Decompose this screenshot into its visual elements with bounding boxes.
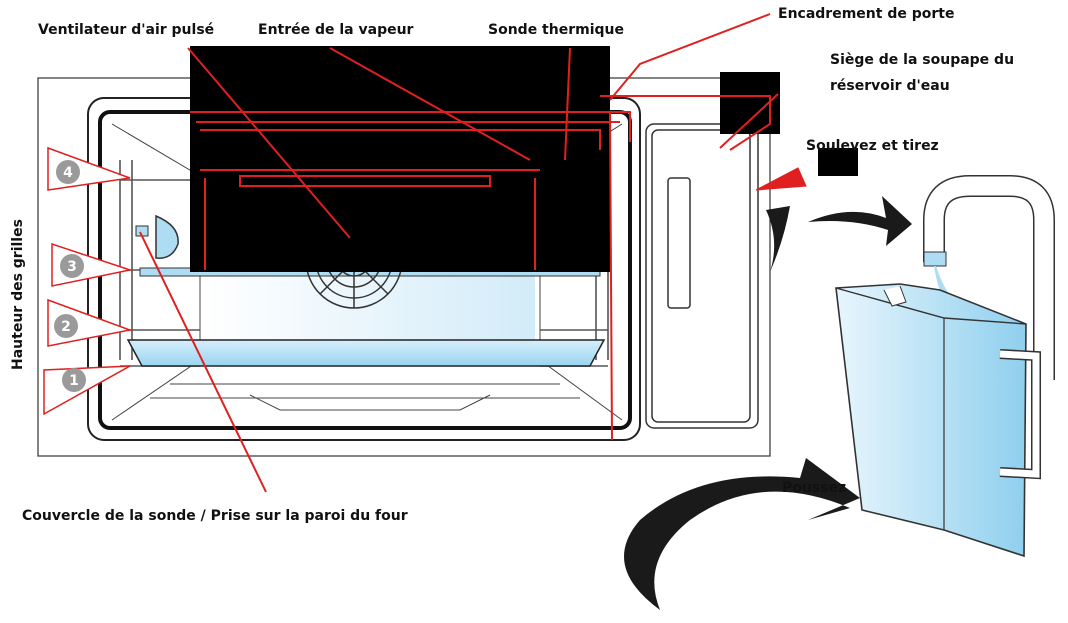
interior-highlights [190,95,771,441]
shelf-marker-1: 1 [43,365,131,416]
shelf-marker-3: 3 [51,242,133,287]
baking-tray [126,339,606,367]
lift-curve-arrow [766,206,790,272]
label-valve-seat-1: Siège de la soupape du [830,52,1014,68]
shelf-marker-2: 2 [47,298,133,347]
lift-pull-arrow [808,196,912,246]
probe-socket [135,214,179,259]
label-thermal-probe: Sonde thermique [488,22,624,38]
leader-lines [139,13,779,493]
shelf-marker-4: 4 [47,146,131,191]
label-shelf-heights: Hauteur des grilles [10,219,26,370]
label-lift-pull: Soulevez et tirez [806,138,939,154]
callout-boxes [190,46,858,272]
water-tank-housing [645,123,759,429]
push-arrow [624,458,860,610]
water-faucet [923,175,1055,380]
label-probe-cover: Couvercle de la sonde / Prise sur la par… [22,508,408,524]
shelf-height-markers: 4 3 2 1 [43,146,133,416]
label-steam-inlet: Entrée de la vapeur [258,22,414,38]
label-valve-seat-2: réservoir d'eau [830,78,950,94]
label-push: Poussez [782,480,846,496]
shelf-level-1: 1 [69,373,79,389]
shelf-level-2: 2 [61,319,71,335]
label-fan: Ventilateur d'air pulsé [38,22,214,38]
shelf-level-4: 4 [63,165,73,181]
label-door-frame: Encadrement de porte [778,6,954,22]
shelf-level-3: 3 [67,259,77,275]
valve-arrow [755,167,807,191]
water-tank [835,283,1041,558]
